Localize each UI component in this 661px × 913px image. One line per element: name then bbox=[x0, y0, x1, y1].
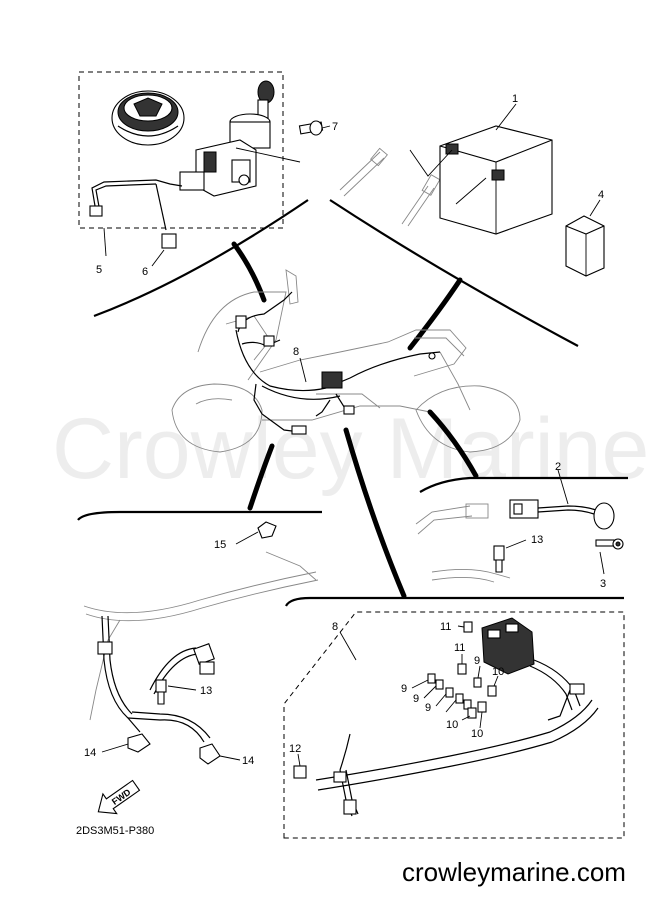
bolt-3 bbox=[595, 538, 624, 550]
callout-9-c: 9 bbox=[425, 702, 431, 714]
callout-7: 7 bbox=[332, 121, 338, 133]
callout-13-left: 13 bbox=[200, 685, 212, 697]
callout-10-a: 10 bbox=[492, 666, 504, 678]
battery-detail: 1 4 bbox=[339, 93, 605, 277]
site-url: crowleymarine.com bbox=[402, 857, 626, 887]
fuse-9-c bbox=[445, 687, 454, 698]
callout-2: 2 bbox=[555, 461, 561, 473]
fuse-12 bbox=[293, 765, 307, 779]
coupler-left bbox=[193, 643, 215, 665]
clamp-6 bbox=[161, 233, 177, 249]
clamp-14-right bbox=[199, 743, 221, 765]
clamp-14-left bbox=[127, 733, 151, 753]
fuse-9-b bbox=[435, 679, 444, 690]
fuse-10-b bbox=[467, 707, 477, 719]
callout-4: 4 bbox=[598, 189, 604, 201]
sensor-2 bbox=[593, 502, 615, 530]
callout-5: 5 bbox=[96, 264, 102, 276]
callout-6: 6 bbox=[142, 266, 148, 278]
main-wire-harness bbox=[235, 291, 441, 435]
callout-9-d: 9 bbox=[474, 655, 480, 667]
fuse-11-b bbox=[457, 663, 467, 675]
screw-7 bbox=[298, 120, 324, 136]
fuse-9-d bbox=[455, 693, 464, 704]
callout-12: 12 bbox=[289, 743, 301, 755]
callout-1: 1 bbox=[512, 93, 518, 105]
callout-14-left: 14 bbox=[84, 747, 96, 759]
motorcycle-silhouette bbox=[171, 269, 521, 453]
ignition-key bbox=[257, 80, 275, 119]
band-13-left bbox=[155, 679, 167, 705]
fuse-10-c bbox=[477, 701, 487, 713]
fuse-box bbox=[481, 617, 535, 675]
callout-11-b: 11 bbox=[454, 642, 465, 654]
fuse-box-detail-outline bbox=[283, 611, 625, 839]
harness-routing-detail: 15 13 14 14 bbox=[77, 510, 322, 767]
relay-4 bbox=[565, 215, 605, 277]
callout-8-detail: 8 bbox=[332, 621, 338, 633]
callout-14-right: 14 bbox=[242, 755, 254, 767]
callout-9-a: 9 bbox=[401, 683, 407, 695]
upper-right-pointer-curve bbox=[329, 199, 579, 347]
main-switch bbox=[179, 113, 271, 197]
callout-11-a: 11 bbox=[440, 621, 451, 633]
fuse-box-detail: 8 11 11 bbox=[283, 596, 625, 839]
lock-cable bbox=[91, 179, 183, 213]
fuse-11-a bbox=[463, 621, 473, 633]
fuel-cap bbox=[111, 90, 185, 146]
callout-8-main: 8 bbox=[293, 346, 299, 358]
fuse-10-a bbox=[487, 685, 497, 697]
sensor-detail: 2 3 13 bbox=[415, 461, 628, 590]
clip-15 bbox=[257, 521, 277, 539]
battery bbox=[439, 125, 553, 235]
main-switch-detail: 5 6 7 bbox=[78, 71, 338, 278]
callout-9-b: 9 bbox=[413, 693, 419, 705]
callout-10-c: 10 bbox=[471, 728, 483, 740]
callout-10-b: 10 bbox=[446, 719, 458, 731]
upper-left-pointer-curve bbox=[93, 199, 309, 318]
fuse-9-a bbox=[427, 673, 436, 684]
diagram-code: 2DS3M51-P380 bbox=[76, 825, 154, 837]
callout-15: 15 bbox=[214, 539, 226, 551]
main-switch-detail-box bbox=[78, 71, 284, 229]
fuse-9-e bbox=[473, 677, 482, 688]
callout-3: 3 bbox=[600, 578, 606, 590]
bolt-13-right bbox=[493, 545, 505, 573]
callout-13-right: 13 bbox=[531, 534, 543, 546]
fwd-arrow: FWD bbox=[97, 779, 141, 815]
